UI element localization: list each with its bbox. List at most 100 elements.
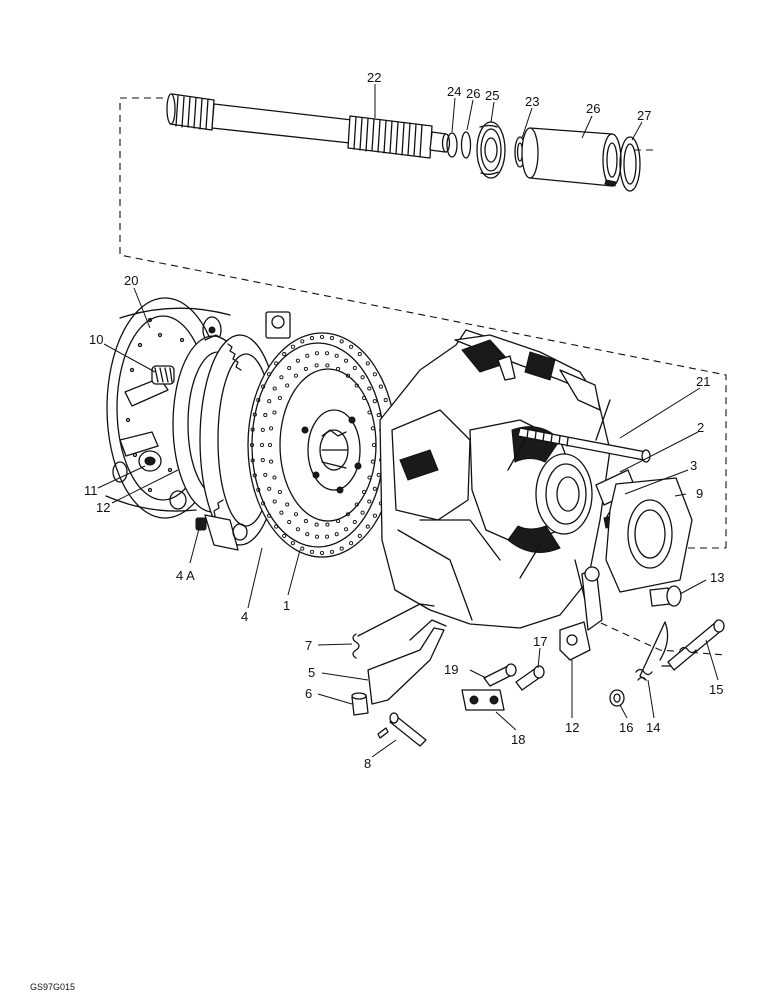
- rivet-dot: [250, 458, 255, 463]
- rivet-dot: [272, 386, 277, 391]
- rivet-dot: [325, 522, 330, 527]
- callout-14: 13: [710, 570, 724, 585]
- spring-10: [151, 365, 175, 385]
- callout-3: 3: [690, 458, 697, 473]
- rivet-dot: [305, 353, 310, 358]
- rivet-dot: [372, 486, 377, 491]
- callout-15: 14: [646, 720, 660, 735]
- rivet-dot: [279, 375, 284, 380]
- callout-5: 5: [308, 665, 315, 680]
- rivet-dot: [303, 366, 308, 371]
- rivet-dot: [344, 358, 349, 363]
- rivet-dot: [325, 363, 330, 368]
- callout-9: 9: [696, 486, 703, 501]
- rivet-dot: [376, 413, 381, 418]
- clutch-housing: [379, 329, 611, 629]
- callout-labels: 22 24 26 25 23 26 27 20 10 11 12 4 A 4 1…: [84, 70, 724, 771]
- seal-29: [619, 136, 641, 192]
- callout-16: 15: [709, 682, 723, 697]
- rivet-dot: [305, 532, 310, 537]
- callout-17: 16: [619, 720, 633, 735]
- carrier-9: [605, 477, 693, 593]
- rivet-dot: [362, 489, 367, 495]
- pin-20: [483, 663, 517, 687]
- pin-18: [515, 665, 545, 691]
- rivet-dot: [334, 353, 339, 358]
- rivet-dot: [314, 522, 319, 527]
- rivet-dot: [354, 502, 359, 507]
- rivet-dot: [345, 512, 351, 517]
- rivet-dot: [357, 533, 362, 538]
- rivet-dot: [367, 499, 372, 504]
- rivet-dot: [279, 510, 284, 515]
- rivet-dot: [269, 459, 274, 464]
- rivet-dot: [362, 395, 367, 401]
- rivet-dot: [367, 410, 372, 415]
- plate-19: [461, 689, 505, 711]
- rivet-dot: [272, 410, 277, 415]
- rivet-dot: [370, 459, 375, 464]
- callout-23: 22: [367, 70, 381, 85]
- callout-22: 21: [696, 374, 710, 389]
- snap-ring-27: [460, 131, 472, 159]
- bearing-26: [476, 121, 506, 179]
- cup-11: [138, 450, 162, 472]
- rivet-dot: [344, 527, 349, 532]
- lever-13: [559, 566, 603, 661]
- rivet-dot: [303, 519, 308, 524]
- callout-19: 18: [511, 732, 525, 747]
- callout-12: 12: [96, 500, 110, 515]
- bracket-5: [367, 619, 447, 705]
- rivet-dot: [287, 519, 292, 525]
- callout-20: 19: [444, 662, 458, 677]
- rivet-dot: [290, 344, 295, 349]
- rivet-dot: [267, 372, 272, 377]
- callout-8: 7: [305, 638, 312, 653]
- rivet-dot: [371, 442, 377, 448]
- callout-4a: 4 A: [176, 568, 195, 583]
- bolt-14: [649, 585, 682, 607]
- rivet-dot: [372, 372, 377, 377]
- washer-17: [609, 689, 625, 707]
- callout-18: 17: [533, 634, 547, 649]
- rivet-dot: [324, 351, 330, 356]
- rivet-dot: [250, 427, 255, 432]
- rivet-dot: [360, 375, 365, 380]
- rivet-dot: [319, 550, 325, 556]
- rivet-dot: [256, 398, 261, 403]
- rivet-dot: [339, 339, 344, 344]
- rivet-dot: [372, 399, 377, 404]
- rivet-dot: [260, 458, 265, 463]
- pin-16: [661, 619, 725, 671]
- rivet-dot: [261, 501, 266, 506]
- rivet-dot: [336, 366, 341, 371]
- rivet-dot: [334, 532, 339, 537]
- leader-lines: [97, 84, 719, 758]
- assembly-outline: [119, 97, 727, 656]
- rivet-dot: [324, 534, 330, 539]
- pin-7: [377, 712, 427, 747]
- rivet-dot: [277, 395, 282, 401]
- rivet-dot: [370, 426, 375, 431]
- rivet-dot: [285, 383, 290, 388]
- rivet-dot: [274, 361, 279, 366]
- rivet-dot: [319, 334, 325, 340]
- rivet-dot: [372, 513, 377, 518]
- rivet-dot: [360, 510, 365, 515]
- pin-4a: [195, 517, 207, 531]
- rivet-dot: [345, 373, 351, 378]
- rivet-dot: [261, 384, 266, 389]
- callout-21: 20: [124, 273, 138, 288]
- rivet-dot: [309, 549, 315, 554]
- rivet-dot: [349, 541, 354, 546]
- callout-11: 11: [84, 483, 98, 498]
- callout-26-sleeve: 26: [586, 101, 600, 116]
- rivet-dot: [252, 412, 257, 417]
- circlip-25: [446, 132, 458, 158]
- rivet-dot: [314, 363, 319, 368]
- spring-15: [635, 621, 697, 681]
- rivet-dot: [314, 351, 320, 356]
- rivet-dot: [267, 486, 272, 491]
- rivet-dot: [300, 546, 305, 551]
- rivet-dot: [352, 365, 357, 371]
